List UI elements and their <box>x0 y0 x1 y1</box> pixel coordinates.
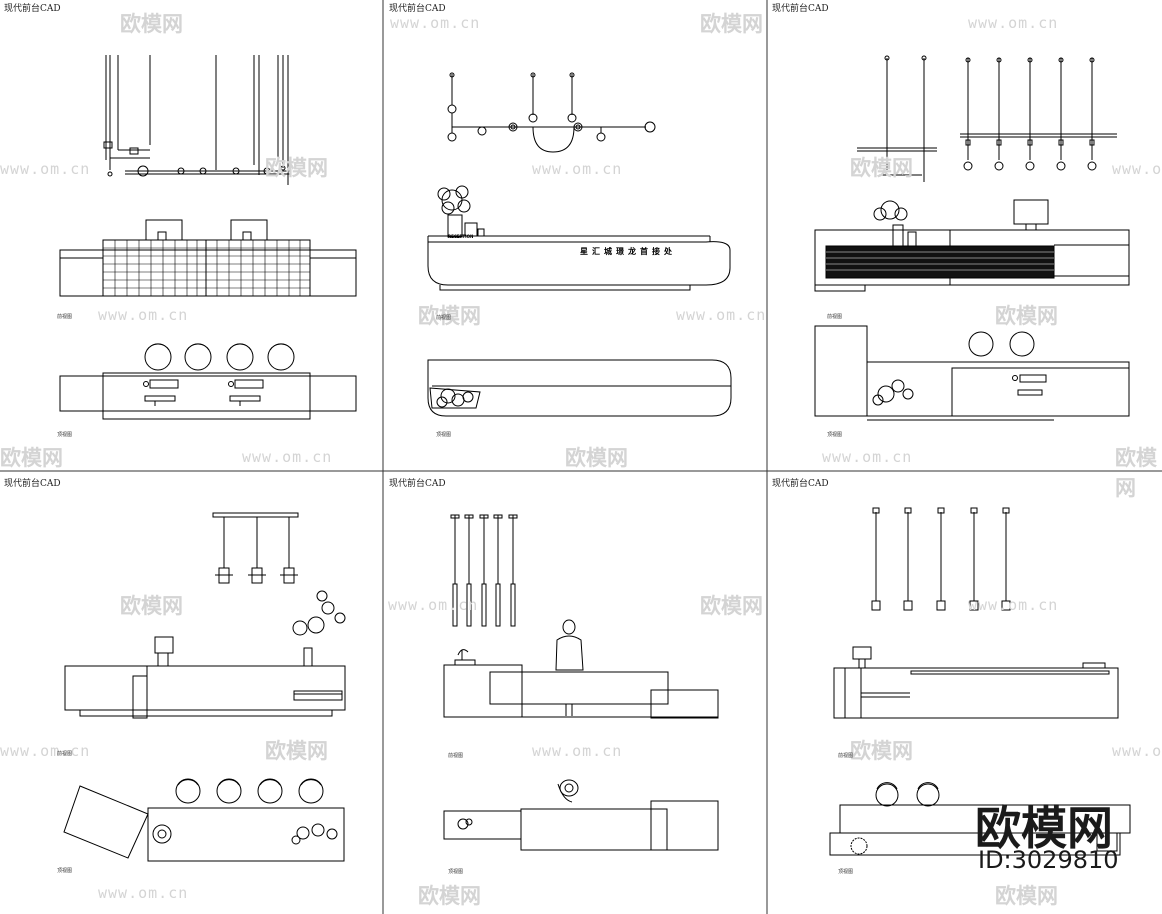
top-view-label: 顶视图 <box>57 868 73 874</box>
watermark-logo: 欧模网 <box>418 884 481 908</box>
watermark-url: www.om.cn <box>98 306 189 324</box>
watermark-logo: 欧模网 <box>995 304 1058 328</box>
watermark-logo: 欧模网 <box>265 156 328 180</box>
watermark-logo: 欧模网 <box>1115 446 1157 500</box>
panel-title: 现代前台CAD <box>389 479 446 489</box>
panel-1-pendant-lights <box>103 55 290 185</box>
watermark-url: www.om.cn <box>532 742 623 760</box>
top-view-label: 顶视图 <box>838 869 854 875</box>
panel-6-top-desk <box>829 782 1131 856</box>
watermark-url: www.om.cn <box>1112 160 1162 178</box>
watermark-logo: 欧模网 <box>0 446 63 470</box>
brand-name: 欧模网 <box>975 801 1113 855</box>
watermark-logo: 欧模网 <box>850 739 913 763</box>
panel-title: 现代前台CAD <box>4 479 61 489</box>
watermark-logo: 欧模网 <box>995 884 1058 908</box>
watermark-url: www.om.cn <box>388 596 479 614</box>
top-view-label: 顶视图 <box>448 869 464 875</box>
brand-id: ID:3029810 <box>978 846 1119 874</box>
watermark-url: www.om.cn <box>968 596 1059 614</box>
watermark-logo: 欧模网 <box>850 156 913 180</box>
panel-title: 现代前台CAD <box>772 4 829 14</box>
panel-6-pendant-lights <box>871 507 1011 611</box>
panel-2-top-desk <box>427 359 732 417</box>
panel-3-pendant-lights <box>857 55 1117 182</box>
watermark-url: www.om.cn <box>390 14 481 32</box>
panel-4-top-desk <box>63 778 345 862</box>
front-view-label: 前视图 <box>57 314 73 320</box>
panel-1-front-desk <box>59 219 357 297</box>
top-view-label: 顶视图 <box>436 432 452 438</box>
panel-title: 现代前台CAD <box>4 4 61 14</box>
watermark-url: www.om.cn <box>242 448 333 466</box>
front-view-label: 前视图 <box>57 751 73 757</box>
watermark-url: www.om.cn <box>676 306 767 324</box>
panel-1-top-desk <box>59 343 357 420</box>
watermark-logo: 欧模网 <box>700 12 763 36</box>
panel-4-front-desk <box>64 590 346 719</box>
watermark-url: www.om.cn <box>1112 742 1162 760</box>
watermark-url: www.om.cn <box>532 160 623 178</box>
desk-sign-text: 星汇城璟龙首接处 <box>580 247 676 256</box>
panel-2-front-desk <box>427 185 731 291</box>
watermark-logo: 欧模网 <box>565 446 628 470</box>
watermark-url: www.om.cn <box>822 448 913 466</box>
panel-title: 现代前台CAD <box>772 479 829 489</box>
top-view-label: 顶视图 <box>57 432 73 438</box>
watermark-logo: 欧模网 <box>700 594 763 618</box>
panel-5-top-desk <box>443 779 719 851</box>
front-view-label: 前视图 <box>838 753 854 759</box>
reception-tag: RECEPTION <box>448 234 474 239</box>
front-view-label: 前视图 <box>436 315 452 321</box>
panel-5-front-desk <box>443 619 719 719</box>
watermark-url: www.om.cn <box>0 742 91 760</box>
watermark-logo: 欧模网 <box>418 304 481 328</box>
watermark-logo: 欧模网 <box>265 739 328 763</box>
panel-title: 现代前台CAD <box>389 4 446 14</box>
watermark-logo: 欧模网 <box>120 594 183 618</box>
front-view-label: 前视图 <box>448 753 464 759</box>
panel-3-front-desk <box>814 199 1130 292</box>
watermark-url: www.om.cn <box>968 14 1059 32</box>
front-view-label: 前视图 <box>827 314 843 320</box>
watermark-url: www.om.cn <box>98 884 189 902</box>
watermark-logo: 欧模网 <box>120 12 183 36</box>
panel-4-pendant-lights <box>212 512 299 584</box>
top-view-label: 顶视图 <box>827 432 843 438</box>
panel-2-pendant-light <box>447 72 656 153</box>
panel-3-top-desk <box>814 325 1130 421</box>
panel-6-front-desk <box>833 646 1119 719</box>
watermark-url: www.om.cn <box>0 160 91 178</box>
panel-5-pendant-lights <box>450 514 518 627</box>
